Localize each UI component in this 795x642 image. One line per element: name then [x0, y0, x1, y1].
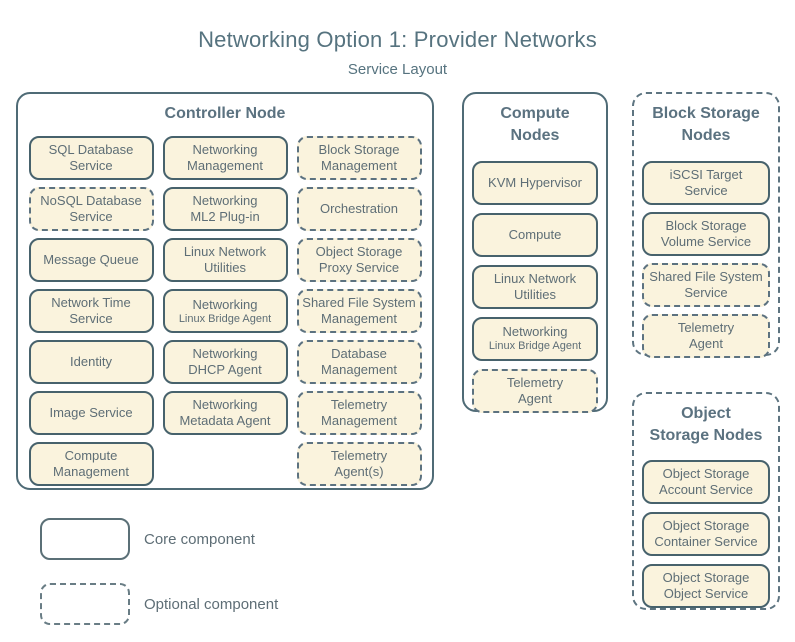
group-block-storage-nodes: Block Storage Nodes iSCSI Target Service…: [632, 92, 780, 358]
service-box-label: Network Time Service: [51, 295, 131, 327]
service-box-label: Networking Metadata Agent: [179, 397, 271, 429]
service-box-label: NoSQL Database Service: [40, 193, 142, 225]
service-box-label: Identity: [70, 354, 112, 370]
service-box: Compute Management: [28, 442, 154, 487]
service-box: Networking Management: [162, 136, 288, 181]
service-box-label: Message Queue: [43, 252, 139, 268]
service-box: Orchestration: [296, 187, 422, 232]
diagram-subtitle: Service Layout: [347, 61, 448, 78]
service-box: Block Storage Management: [296, 136, 422, 181]
service-box: Block Storage Volume Service: [642, 211, 770, 256]
service-box-label: Compute Management: [53, 448, 129, 480]
group-title: Compute Nodes: [500, 105, 570, 145]
service-box: Message Queue: [28, 238, 154, 283]
service-box-label: Linux Network Utilities: [493, 270, 577, 302]
service-box: Identity: [28, 340, 154, 385]
service-box: Object Storage Container Service: [642, 511, 770, 556]
diagram-title: Networking Option 1: Provider Networks: [198, 27, 597, 52]
controller-services-grid: SQL Database Service Networking Managemen…: [18, 136, 432, 487]
service-box-sublabel: Linux Bridge Agent: [178, 312, 272, 325]
service-box: NoSQL Database Service: [28, 187, 154, 232]
legend-core-swatch: [40, 518, 130, 560]
service-box: Object Storage Object Service: [642, 563, 770, 608]
service-box: KVM Hypervisor: [472, 160, 598, 205]
service-box-label: Telemetry Management: [321, 397, 397, 429]
service-box: Telemetry Agent: [472, 368, 598, 413]
service-box: Linux Network Utilities: [162, 238, 288, 283]
service-box: Compute: [472, 212, 598, 257]
service-box: Image Service: [28, 391, 154, 436]
service-box-label: Image Service: [49, 405, 133, 421]
service-box-label: Networking Management: [187, 142, 263, 174]
service-box: Telemetry Management: [296, 391, 422, 436]
service-box-label: iSCSI Target Service: [669, 166, 743, 198]
service-box-label: Telemetry Agent: [506, 374, 564, 406]
group-object-storage-nodes: Object Storage Nodes Object Storage Acco…: [632, 392, 780, 610]
service-box: Shared File System Service: [642, 262, 770, 307]
service-box: SQL Database Service: [28, 136, 154, 181]
service-box-label: KVM Hypervisor: [488, 174, 582, 190]
service-box: Object Storage Account Service: [642, 459, 770, 504]
group-title: Object Storage Nodes: [649, 405, 763, 445]
service-box-label: Object Storage Proxy Service: [315, 244, 403, 276]
service-box-label: Linux Network Utilities: [183, 244, 267, 276]
service-box: iSCSI Target Service: [642, 160, 770, 205]
service-box-label: Shared File System Management: [302, 295, 416, 327]
legend-optional-label: Optional component: [144, 595, 279, 613]
service-box-label: SQL Database Service: [48, 142, 134, 174]
service-box-label: Object Storage Account Service: [659, 465, 753, 497]
service-box: Telemetry Agent: [642, 313, 770, 358]
service-box-label: Orchestration: [319, 201, 399, 217]
service-box-label: Telemetry Agent(s): [330, 448, 388, 480]
group-title: Controller Node: [164, 105, 286, 122]
service-box-label: Database Management: [321, 346, 397, 378]
service-box-label: Compute: [508, 226, 562, 242]
service-box-label: Networking: [192, 296, 258, 312]
service-box: Networking DHCP Agent: [162, 340, 288, 385]
service-box: Network Time Service: [28, 289, 154, 334]
service-box-label: Telemetry Agent: [677, 319, 735, 351]
service-box-label: Block Storage Management: [318, 142, 400, 174]
legend-optional-row: Optional component: [40, 583, 278, 625]
service-box: Database Management: [296, 340, 422, 385]
service-box-label: Block Storage Volume Service: [660, 217, 752, 249]
service-box-sublabel: Linux Bridge Agent: [488, 340, 582, 353]
legend-core-row: Core component: [40, 518, 255, 560]
legend-core-label: Core component: [144, 530, 255, 548]
service-box: Networking Metadata Agent: [162, 391, 288, 436]
service-box-label: Networking DHCP Agent: [188, 346, 262, 378]
service-box: Shared File System Management: [296, 289, 422, 334]
service-box: Linux Network Utilities: [472, 264, 598, 309]
legend-optional-swatch: [40, 583, 130, 625]
service-box-label: Object Storage Object Service: [662, 569, 750, 601]
service-box: Telemetry Agent(s): [296, 442, 422, 487]
service-box-label: Networking: [502, 324, 568, 340]
group-title: Block Storage Nodes: [652, 105, 760, 145]
service-box-label: Object Storage Container Service: [654, 517, 758, 549]
service-box: Object Storage Proxy Service: [296, 238, 422, 283]
service-box: Networking ML2 Plug-in: [162, 187, 288, 232]
service-box-label: Networking ML2 Plug-in: [190, 193, 260, 225]
service-box-label: Shared File System Service: [649, 268, 763, 300]
